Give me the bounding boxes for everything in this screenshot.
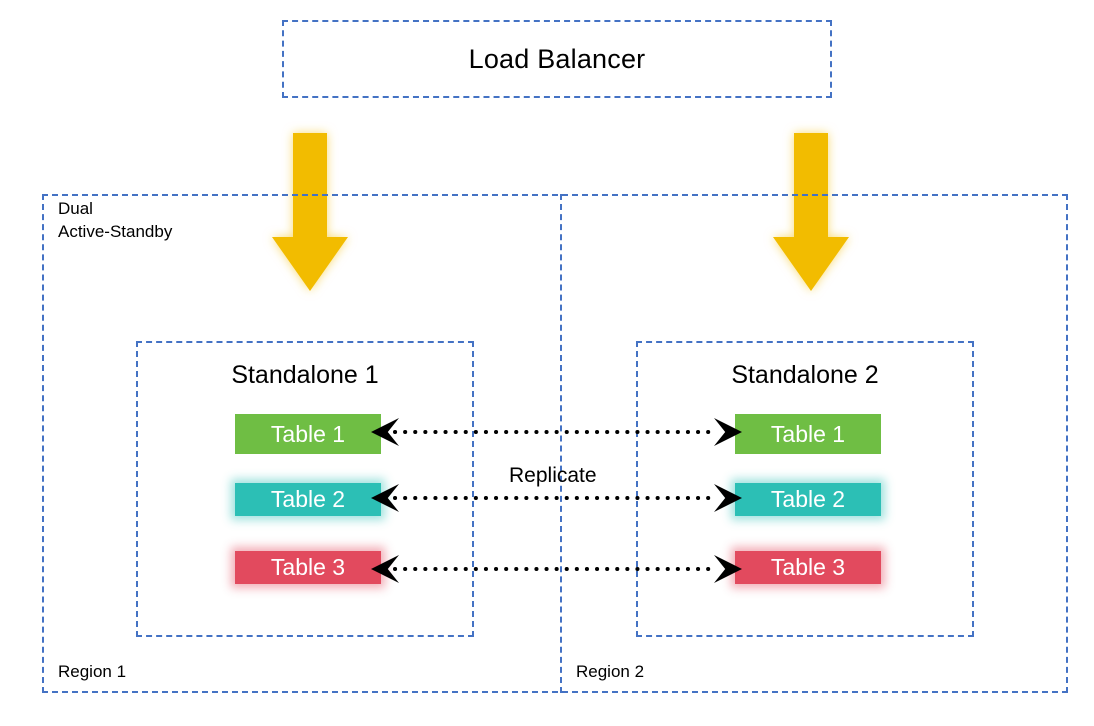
region-2-label: Region 2 — [576, 662, 645, 681]
dual-label-line-2: Active-Standby — [58, 221, 173, 241]
standalone-2-title: Standalone 2 — [731, 361, 879, 389]
region-1-label: Region 1 — [58, 662, 127, 681]
standalone-2-table-1[interactable]: Table 1 — [735, 414, 881, 454]
standalone-1-table-2[interactable]: Table 2 — [235, 483, 381, 516]
standalone-2-table-2-label: Table 2 — [770, 486, 846, 512]
standalone-2-box[interactable]: Standalone 2 Table 1 Table 2 Table 3 — [636, 341, 974, 637]
standalone-2-table-1-label: Table 1 — [770, 420, 846, 447]
standalone-1-box[interactable]: Standalone 1 Table 1 Table 2 Table 3 — [136, 341, 474, 637]
standalone-2-table-2[interactable]: Table 2 — [735, 483, 881, 516]
traffic-arrow-region-2-icon — [773, 133, 849, 291]
standalone-1-table-1[interactable]: Table 1 — [235, 414, 381, 454]
standalone-2-table-3-label: Table 3 — [770, 554, 846, 580]
standalone-1-title: Standalone 1 — [231, 361, 379, 389]
dual-label-line-1: Dual — [58, 199, 93, 218]
standalone-2-table-3[interactable]: Table 3 — [735, 551, 881, 584]
load-balancer-box[interactable]: Load Balancer — [282, 20, 832, 98]
replicate-label: Replicate — [509, 464, 597, 487]
standalone-1-table-3[interactable]: Table 3 — [235, 551, 381, 584]
standalone-1-table-2-label: Table 2 — [270, 486, 346, 512]
load-balancer-label: Load Balancer — [468, 43, 646, 74]
traffic-arrow-region-1-icon — [272, 133, 348, 291]
dual-active-standby-container — [42, 194, 1068, 693]
standalone-1-table-3-label: Table 3 — [270, 554, 346, 580]
region-divider — [560, 194, 562, 693]
standalone-1-table-1-label: Table 1 — [270, 420, 346, 447]
